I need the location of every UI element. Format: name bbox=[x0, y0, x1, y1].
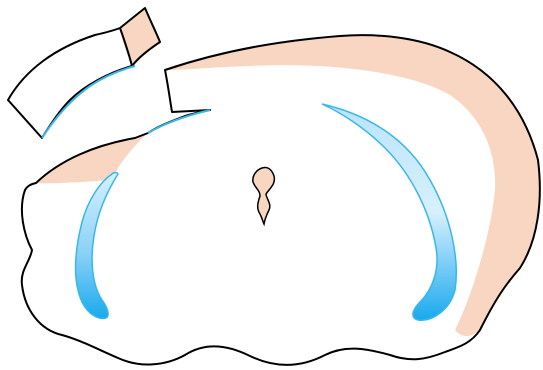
left-lateral-ventricle bbox=[74, 171, 119, 320]
removed-piece-inner-line bbox=[119, 27, 133, 67]
removed-piece-peach bbox=[120, 8, 160, 66]
removed-cortex-piece bbox=[7, 7, 161, 139]
third-ventricle bbox=[252, 166, 276, 227]
right-lateral-ventricle bbox=[321, 103, 458, 321]
right-cortex-peach-region bbox=[165, 35, 540, 337]
section-cut-blue-edge bbox=[147, 109, 211, 134]
left-cortex-peach-region bbox=[36, 133, 148, 184]
brain-section-outline bbox=[20, 34, 541, 366]
removed-piece-blue-edge bbox=[41, 65, 136, 139]
